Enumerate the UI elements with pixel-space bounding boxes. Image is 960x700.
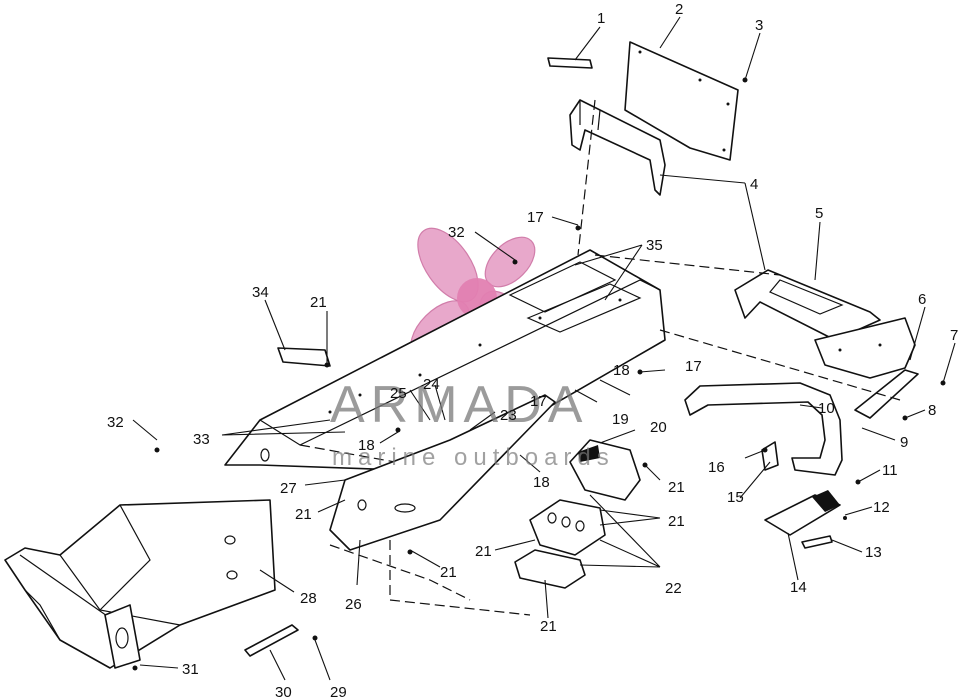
callout-18a: 18 [613, 362, 630, 379]
callout-10: 10 [818, 400, 835, 417]
part-box-20 [569, 439, 641, 501]
callout-21d: 21 [668, 513, 685, 530]
callout-18c: 18 [533, 474, 550, 491]
callout-11: 11 [882, 462, 898, 479]
callout-9: 9 [900, 434, 908, 451]
watermark-tagline: marine outboards [332, 444, 615, 471]
part-strip-1 [547, 57, 593, 69]
part-bracket-4 [569, 99, 666, 196]
callout-17b: 17 [685, 358, 702, 375]
callout-17c: 17 [530, 393, 547, 410]
callout-18b: 18 [358, 437, 375, 454]
callout-25: 25 [390, 385, 407, 402]
callout-27: 27 [280, 480, 297, 497]
front-tray [4, 499, 276, 669]
part-plate-34 [277, 347, 331, 367]
callout-8: 8 [928, 402, 936, 419]
callout-21e: 21 [475, 543, 492, 560]
callout-31: 31 [182, 661, 199, 678]
part-clip-15 [761, 441, 779, 471]
callout-4: 4 [750, 176, 758, 193]
callout-1: 1 [597, 10, 605, 27]
main-frame [224, 249, 666, 471]
callout-35: 35 [646, 237, 663, 254]
watermark-brand: ARMADA [330, 376, 588, 434]
callout-21f: 21 [440, 564, 457, 581]
part-plate-26 [329, 394, 556, 551]
callout-12: 12 [873, 499, 890, 516]
callout-32b: 32 [107, 414, 124, 431]
callout-2: 2 [675, 1, 683, 18]
callout-13: 13 [865, 544, 882, 561]
callout-5: 5 [815, 205, 823, 222]
part-panel-2 [624, 41, 739, 161]
leader-lines [132, 16, 956, 681]
callout-16: 16 [708, 459, 725, 476]
callout-29: 29 [330, 684, 347, 700]
callout-22: 22 [665, 580, 682, 597]
callout-20: 20 [650, 419, 667, 436]
callout-34: 34 [252, 284, 269, 301]
part-plate-6 [814, 317, 916, 379]
callout-21a: 21 [310, 294, 327, 311]
callout-30: 30 [275, 684, 292, 700]
part-strip-30 [244, 624, 299, 657]
callout-26: 26 [345, 596, 362, 613]
part-pin-13 [801, 535, 833, 549]
fastener-dots [132, 77, 946, 671]
callout-15: 15 [727, 489, 744, 506]
callout-7: 7 [950, 327, 958, 344]
callout-3: 3 [755, 17, 763, 34]
callout-33: 33 [193, 431, 210, 448]
callout-19: 19 [612, 411, 629, 428]
callout-24: 24 [423, 376, 440, 393]
callout-6: 6 [918, 291, 926, 308]
callout-14: 14 [790, 579, 807, 596]
part-block-14 [764, 490, 841, 536]
callout-17a: 17 [527, 209, 544, 226]
watermark: ARMADA marine outboards [330, 376, 615, 471]
callout-28: 28 [300, 590, 317, 607]
callouts: 1 2 3 4 5 6 7 8 9 10 11 12 13 14 15 16 1… [107, 1, 958, 700]
callout-21c: 21 [295, 506, 312, 523]
callout-32a: 32 [448, 224, 465, 241]
part-bracket-8 [854, 369, 919, 419]
part-handle-10 [684, 382, 843, 476]
callout-21b: 21 [668, 479, 685, 496]
callout-23: 23 [500, 407, 517, 424]
part-mount-22 [514, 499, 606, 589]
callout-21g: 21 [540, 618, 557, 635]
